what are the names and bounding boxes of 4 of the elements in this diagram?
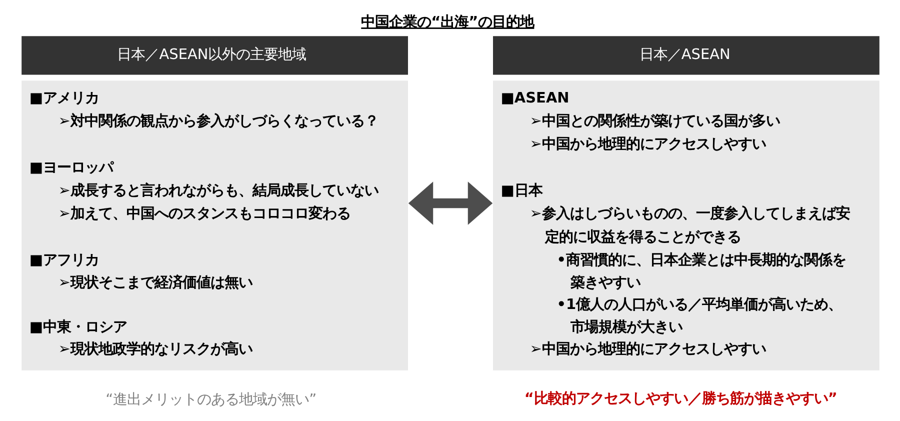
node-label: “進出メリットのある地域が無い”	[105, 392, 316, 408]
diagram-title: 中国企業の“出海”の目的地	[360, 14, 534, 30]
arrow	[408, 182, 492, 225]
node-label: “比較的アクセスしやすい／勝ち筋が描きやすい”	[524, 391, 837, 408]
